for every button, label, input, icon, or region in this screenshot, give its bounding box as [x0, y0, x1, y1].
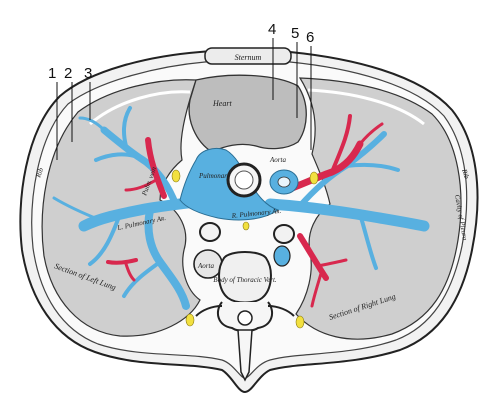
right-pleura-rim	[307, 88, 425, 126]
left-bronchus	[199, 222, 221, 242]
callout-2: 2	[64, 65, 72, 82]
vertebral-body	[218, 251, 272, 304]
right-bronchus	[273, 224, 295, 244]
callout-6: 6	[306, 29, 314, 46]
callout-1: 1	[48, 65, 56, 82]
svc-lumen	[277, 176, 291, 188]
rib-left-label: Rib	[34, 166, 45, 179]
sternum-label: Sternum	[235, 53, 262, 62]
aorta-lumen	[234, 170, 254, 190]
callout-3: 3	[84, 65, 92, 82]
aorta-label: Aorta	[269, 156, 286, 164]
aorta-lower-label: Aorta	[197, 262, 214, 270]
left-pulmonary-artery-tree	[52, 106, 218, 310]
callouts: 1 2 3 4 5 6	[48, 21, 314, 160]
body-thoracic-vert-label: Body of Thoracic Vert.	[213, 276, 277, 284]
heart	[188, 74, 307, 153]
left-pleura-rim	[89, 90, 191, 126]
rib-right-label: Rib	[460, 167, 471, 180]
pulmonary-artery-label: Pulmonary Artery	[198, 172, 251, 180]
transverse-process-left	[195, 305, 223, 317]
heart-label: Heart	[212, 99, 232, 108]
callout-5: 5	[291, 25, 299, 42]
callout-4: 4	[268, 21, 276, 38]
azygos-vein	[273, 245, 291, 267]
pulmonary-veins	[106, 114, 384, 308]
spinous-process	[237, 329, 253, 382]
transverse-process-right	[267, 305, 295, 317]
sternum-bone	[204, 47, 292, 65]
spinal-canal	[237, 310, 253, 326]
phrenic-nerves	[171, 169, 319, 329]
